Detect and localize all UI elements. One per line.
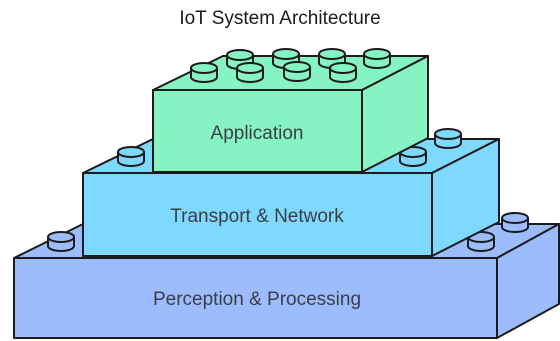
stud bbox=[329, 62, 357, 83]
perception-front-face bbox=[13, 257, 498, 339]
transport-network-label: Transport & Network bbox=[170, 206, 344, 227]
layer-application bbox=[152, 48, 429, 173]
stud bbox=[363, 48, 391, 69]
application-label: Application bbox=[211, 123, 304, 144]
stud bbox=[434, 128, 462, 149]
diagram-title: IoT System Architecture bbox=[179, 8, 381, 29]
application-front-face bbox=[152, 89, 363, 173]
stud bbox=[117, 146, 145, 167]
stud bbox=[501, 212, 529, 233]
stud bbox=[190, 62, 218, 83]
stud bbox=[283, 61, 311, 82]
perception-processing-label: Perception & Processing bbox=[153, 289, 361, 310]
stud bbox=[47, 231, 75, 252]
stud bbox=[236, 62, 264, 83]
transport-front-face bbox=[82, 172, 433, 257]
